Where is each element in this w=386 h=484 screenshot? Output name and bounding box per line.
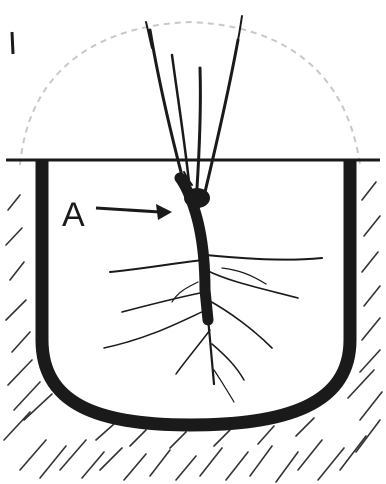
- callout-label: A: [62, 196, 85, 234]
- soil-hatching: [4, 182, 382, 482]
- faint-arch: [20, 22, 360, 165]
- roots: [104, 255, 322, 402]
- callout-arrow: [96, 204, 172, 220]
- graft-knot: [184, 188, 210, 208]
- corner-mark: [12, 32, 13, 54]
- plant-stems: [146, 16, 242, 195]
